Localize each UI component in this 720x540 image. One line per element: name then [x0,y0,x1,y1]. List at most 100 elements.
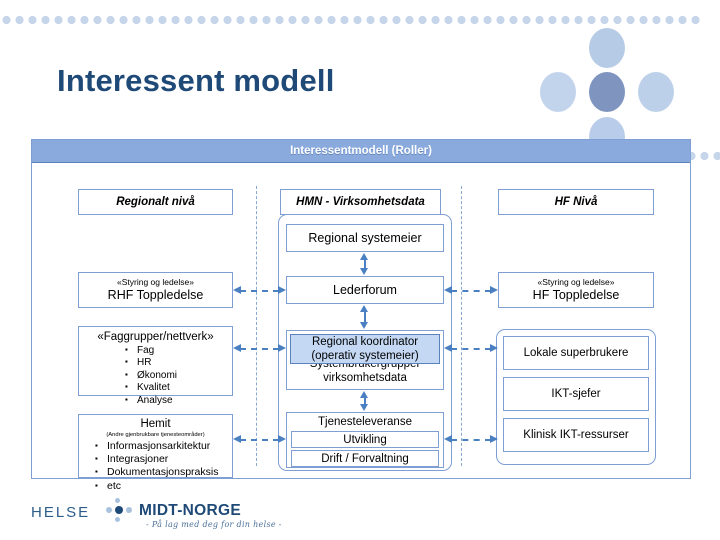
diagram-body: Regionalt nivå HMN - Virksomhetsdata HF … [32,162,690,492]
connector-line [451,439,491,441]
column-divider-right [461,186,462,466]
logo-dot-right-icon [126,507,132,513]
logo-dot-bottom-icon [115,517,120,522]
arrow-up-icon [360,253,368,260]
arrow-down-icon [360,322,368,329]
box-label: Klinisk IKT-ressurser [523,429,629,441]
connector-lederforum-koordinator [360,305,369,329]
box-ikt-sjefer[interactable]: IKT-sjefer [503,377,649,411]
column-header-label: HMN - Virksomhetsdata [296,196,425,208]
box-label: Drift / Forvaltning [321,452,409,465]
page-title: Interessent modell [57,63,335,98]
box-label: Regional koordinator [311,336,419,348]
arrow-left-icon [444,435,452,443]
box-rhf-toppledelse[interactable]: «Styring og ledelse» RHF Toppledelse [78,272,233,308]
connector-line [363,258,366,270]
arrow-right-icon [278,435,286,443]
list-item: HR [125,356,177,369]
list-item: Økonomi [125,369,177,382]
arrow-up-icon [360,305,368,312]
connector-line [240,348,279,350]
box-faggrupper-nettverk[interactable]: «Faggrupper/nettverk» Fag HR Økonomi Kva… [78,326,233,406]
list-item: Analyse [125,394,177,407]
box-label: HF Toppledelse [532,288,620,302]
box-regional-koordinator[interactable]: Regional koordinator (operativ systemeie… [290,334,440,364]
logo-tagline: - På lag med deg for din helse - [146,520,282,529]
arrow-right-icon [490,435,498,443]
hemit-bullet-list: Informasjonsarkitektur Integrasjoner Dok… [79,439,218,493]
box-hemit[interactable]: Hemit (Andre gjenbrukbare tjenesteområde… [78,414,233,492]
box-label: RHF Toppledelse [107,288,204,302]
box-label: IKT-sjefer [551,388,601,400]
box-label: Lokale superbrukere [523,347,629,359]
connector-hemit-utvikling [233,435,286,444]
arrow-up-icon [360,391,368,398]
decorative-circle-top [589,28,625,68]
box-lokale-superbrukere[interactable]: Lokale superbrukere [503,336,649,370]
logo-dot-top-icon [115,498,120,503]
list-item: Kvalitet [125,381,177,394]
column-header-hf-niva: HF Nivå [498,189,654,215]
connector-line [240,439,279,441]
column-divider-left [256,186,257,466]
connector-line [363,310,366,324]
diagram-panel: Interessentmodell (Roller) Regionalt niv… [31,139,691,492]
diagram-header: Interessentmodell (Roller) [32,140,690,163]
list-item: Informasjonsarkitektur [95,439,218,453]
list-item: etc [95,479,218,493]
connector-koordinator-superbrukere [444,344,498,353]
logo-dot-center-icon [115,506,123,514]
column-header-hmn-virksomhetsdata: HMN - Virksomhetsdata [280,189,441,215]
box-sublabel: «Styring og ledelse» [116,277,195,287]
connector-lederforum-hf [444,286,498,295]
top-dotted-rule [0,16,700,24]
middle-group-container [278,214,452,471]
connector-line [363,396,366,406]
arrow-left-icon [233,344,241,352]
box-sublabel: (Andre gjenbrukbare tjenesteområder) [106,432,205,438]
box-hf-toppledelse[interactable]: «Styring og ledelse» HF Toppledelse [498,272,654,308]
arrow-left-icon [233,435,241,443]
connector-line [240,290,279,292]
logo-midt-norge-text: MIDT-NORGE [139,502,242,519]
footer-logo: HELSE MIDT-NORGE - På lag med deg for di… [31,498,331,536]
connector-line [451,290,491,292]
box-label: Hemit [140,418,171,430]
right-dotted-rule [672,152,720,160]
box-sublabel: virksomhetsdata [323,372,407,384]
logo-helse-text: HELSE [31,504,91,521]
box-klinisk-ikt-ressurser[interactable]: Klinisk IKT-ressurser [503,418,649,452]
box-drift-forvaltning[interactable]: Drift / Forvaltning [291,450,439,467]
list-item: Fag [125,344,177,357]
arrow-left-icon [233,286,241,294]
column-header-regionalt-niva: Regionalt nivå [78,189,233,215]
arrow-down-icon [360,404,368,411]
connector-line [451,348,491,350]
connector-faggrupper-koordinator [233,344,286,353]
arrow-left-icon [444,286,452,294]
box-lederforum[interactable]: Lederforum [286,276,444,304]
box-regional-systemeier[interactable]: Regional systemeier [286,224,444,252]
decorative-circle-right [638,72,674,112]
column-header-label: Regionalt nivå [116,196,195,208]
faggrupper-bullet-list: Fag HR Økonomi Kvalitet Analyse [79,344,177,407]
list-item: Dokumentasjonspraksis [95,465,218,479]
arrow-down-icon [360,268,368,275]
box-label: Tjenesteleveranse [318,416,412,428]
box-label: Utvikling [343,433,387,446]
arrow-right-icon [490,344,498,352]
connector-systemeier-lederforum [360,253,369,275]
arrow-right-icon [278,286,286,294]
connector-rhf-lederforum [233,286,286,295]
logo-dot-left-icon [106,507,112,513]
connector-systembruker-tjenesteleveranse [360,391,369,411]
box-sublabel: (operativ systemeier) [311,350,419,362]
decorative-circle-left [540,72,576,112]
arrow-left-icon [444,344,452,352]
arrow-right-icon [278,344,286,352]
box-utvikling[interactable]: Utvikling [291,431,439,448]
arrow-right-icon [490,286,498,294]
decorative-circle-center [589,72,625,112]
column-header-label: HF Nivå [554,196,598,208]
right-group-container [496,329,656,465]
